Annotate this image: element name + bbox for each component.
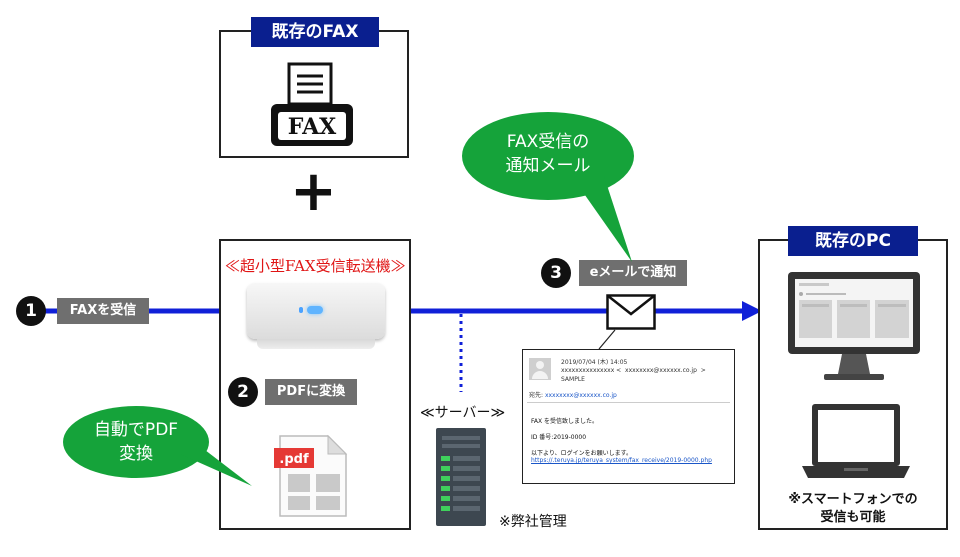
fax-icon-text: FAX — [288, 114, 337, 140]
mail-bubble-line1: FAX受信の — [506, 132, 590, 152]
step-3-label: eメールで通知 — [579, 260, 687, 286]
pdf-bubble-line1: 自動でPDF — [93, 420, 179, 440]
server-title: ≪サーバー≫ — [420, 405, 506, 421]
email-to-addr: xxxxxxxx@xxxxxx.co.jp — [544, 392, 617, 399]
email-to-row: 宛先: xxxxxxxx@xxxxxx.co.jp — [529, 390, 617, 399]
pdf-ext-label: .pdf — [279, 452, 309, 467]
step-2-label: PDFに変換 — [265, 379, 357, 405]
email-login-link[interactable]: https://.teruya.jp/teruya_system/fax_rec… — [531, 457, 712, 464]
fax-receiver-device-image — [247, 283, 385, 353]
plus-sign: + — [290, 159, 337, 224]
email-date: 2019/07/04 (木) 14:05 — [561, 359, 628, 366]
step-3-number: 3 — [541, 258, 571, 288]
email-divider — [527, 402, 730, 403]
step-1-number: 1 — [16, 296, 46, 326]
server-note: ※弊社管理 — [499, 514, 567, 530]
email-from-name: xxxxxxxxxxxxxxx — [561, 367, 615, 374]
pc-note-line1: ※スマートフォンでの — [788, 492, 918, 507]
email-body-line1: FAX を受信致しました。 — [531, 418, 599, 425]
envelope-icon — [606, 294, 656, 330]
step-2-number: 2 — [228, 377, 258, 407]
email-body-line2: ID 番号:2019-0000 — [531, 434, 587, 441]
fax-machine-icon: FAX — [271, 62, 353, 146]
server-icon — [436, 428, 486, 526]
mail-speech-bubble — [462, 112, 634, 262]
existing-pc-label: 既存のPC — [788, 226, 918, 256]
pdf-bubble-line2: 変換 — [119, 444, 153, 464]
laptop-icon — [802, 404, 910, 478]
email-from-row: xxxxxxxxxxxxxxx < xxxxxxxx@xxxxxx.co.jp … — [561, 367, 706, 374]
mail-bubble-line2: 通知メール — [505, 156, 591, 176]
email-subject: SAMPLE — [561, 376, 585, 383]
sender-avatar — [529, 358, 551, 380]
email-preview: 2019/07/04 (木) 14:05 xxxxxxxxxxxxxxx < x… — [522, 349, 735, 484]
desktop-monitor-icon — [788, 272, 920, 380]
pdf-speech-bubble — [63, 406, 252, 486]
pc-note-line2: 受信も可能 — [820, 510, 886, 525]
email-from-addr: xxxxxxxx@xxxxxx.co.jp — [625, 367, 697, 374]
pdf-file-icon: .pdf — [274, 434, 348, 517]
device-title: ≪超小型FAX受信転送機≫ — [225, 257, 406, 275]
email-body-line3: 以下より、ログインをお願いします。 — [531, 450, 633, 457]
email-to-label: 宛先: — [529, 392, 544, 399]
existing-fax-label: 既存のFAX — [251, 17, 379, 47]
step-1-label: FAXを受信 — [57, 298, 149, 324]
